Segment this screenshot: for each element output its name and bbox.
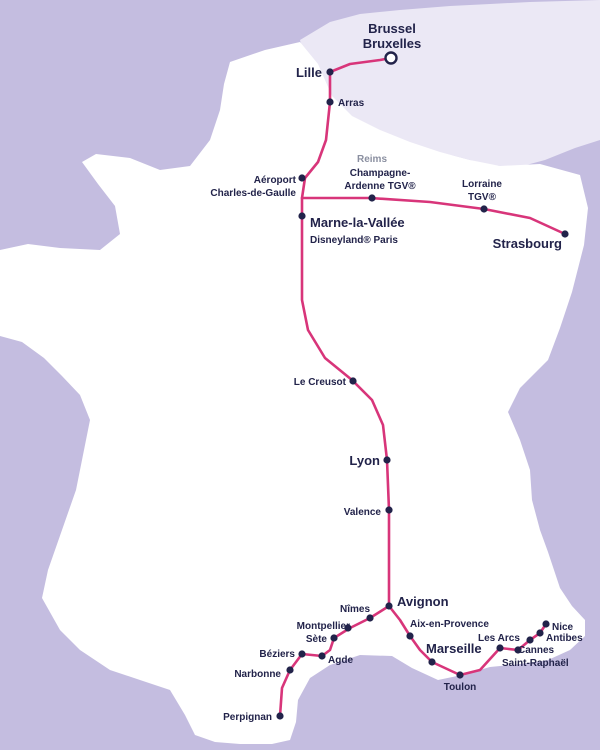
label-aeroport-1: Aéroport (254, 175, 297, 186)
station-marker-aix[interactable] (406, 632, 414, 640)
label-sete: Sète (306, 634, 328, 645)
station-marker-strasbourg[interactable] (561, 230, 569, 238)
station-marker-saint-raphael[interactable] (514, 646, 522, 654)
station-marker-agde[interactable] (318, 652, 326, 660)
station-marker-lille[interactable] (326, 68, 334, 76)
label-marne-2: Disneyland® Paris (310, 235, 398, 246)
label-toulon: Toulon (444, 682, 477, 693)
station-marker-narbonne[interactable] (286, 666, 294, 674)
route-east (300, 196, 567, 236)
station-markers (276, 68, 569, 720)
label-perpignan: Perpignan (223, 712, 272, 723)
label-lille: Lille (296, 65, 322, 80)
label-avignon: Avignon (397, 594, 449, 609)
station-marker-perpignan[interactable] (276, 712, 284, 720)
station-marker-toulon[interactable] (456, 671, 464, 679)
label-champagne-1: Champagne- (350, 168, 411, 179)
label-lorraine-1: Lorraine (462, 179, 502, 190)
station-marker-avignon[interactable] (385, 602, 393, 610)
label-lyon: Lyon (349, 453, 380, 468)
label-narbonne: Narbonne (234, 669, 281, 680)
label-cannes: Cannes (518, 645, 555, 656)
station-marker-cannes[interactable] (526, 636, 534, 644)
coastal-detail (400, 648, 418, 662)
label-montpellier: Montpellier (297, 621, 350, 632)
label-antibes: Antibes (546, 633, 583, 644)
label-reims: Reims (357, 154, 387, 165)
route-brussels-lille-paris (300, 56, 393, 608)
station-marker-le-creusot[interactable] (349, 377, 357, 385)
route-languedoc (278, 604, 391, 718)
station-marker-les-arcs[interactable] (496, 644, 504, 652)
station-marker-nimes[interactable] (366, 614, 374, 622)
station-marker-lyon[interactable] (383, 456, 391, 464)
label-champagne-2: Ardenne TGV® (344, 181, 416, 192)
label-lorraine-2: TGV® (468, 192, 497, 203)
station-marker-arras[interactable] (326, 98, 334, 106)
station-marker-lorraine[interactable] (480, 205, 488, 213)
label-beziers: Béziers (259, 649, 295, 660)
station-labels: Brussel Bruxelles Lille Arras Reims Cham… (210, 21, 583, 723)
station-marker-valence[interactable] (385, 506, 393, 514)
station-marker-beziers[interactable] (298, 650, 306, 658)
label-strasbourg: Strasbourg (493, 236, 562, 251)
label-nice: Nice (552, 622, 574, 633)
label-le-creusot: Le Creusot (294, 377, 347, 388)
label-aix: Aix-en-Provence (410, 619, 489, 630)
label-nimes: Nîmes (340, 604, 370, 615)
label-marseille: Marseille (426, 641, 482, 656)
label-brussel: Brussel (368, 21, 416, 36)
station-marker-antibes[interactable] (536, 629, 544, 637)
station-marker-marseille[interactable] (428, 658, 436, 666)
station-marker-nice[interactable] (542, 620, 550, 628)
label-arras: Arras (338, 98, 365, 109)
station-marker-aeroport[interactable] (298, 174, 306, 182)
station-marker-montpellier[interactable] (344, 624, 352, 632)
belgium-region (300, 0, 600, 168)
label-valence: Valence (344, 507, 382, 518)
label-saint-raphael: Saint-Raphaël (502, 658, 569, 669)
station-marker-marne[interactable] (298, 212, 306, 220)
station-marker-sete[interactable] (330, 634, 338, 642)
station-marker-brussels[interactable] (384, 51, 398, 65)
label-les-arcs: Les Arcs (478, 633, 520, 644)
label-bruxelles: Bruxelles (363, 36, 422, 51)
station-marker-champagne[interactable] (368, 194, 376, 202)
france-landmass (0, 42, 588, 744)
label-aeroport-2: Charles-de-Gaulle (210, 188, 296, 199)
label-marne-1: Marne-la-Vallée (310, 215, 405, 230)
label-agde: Agde (328, 655, 353, 666)
